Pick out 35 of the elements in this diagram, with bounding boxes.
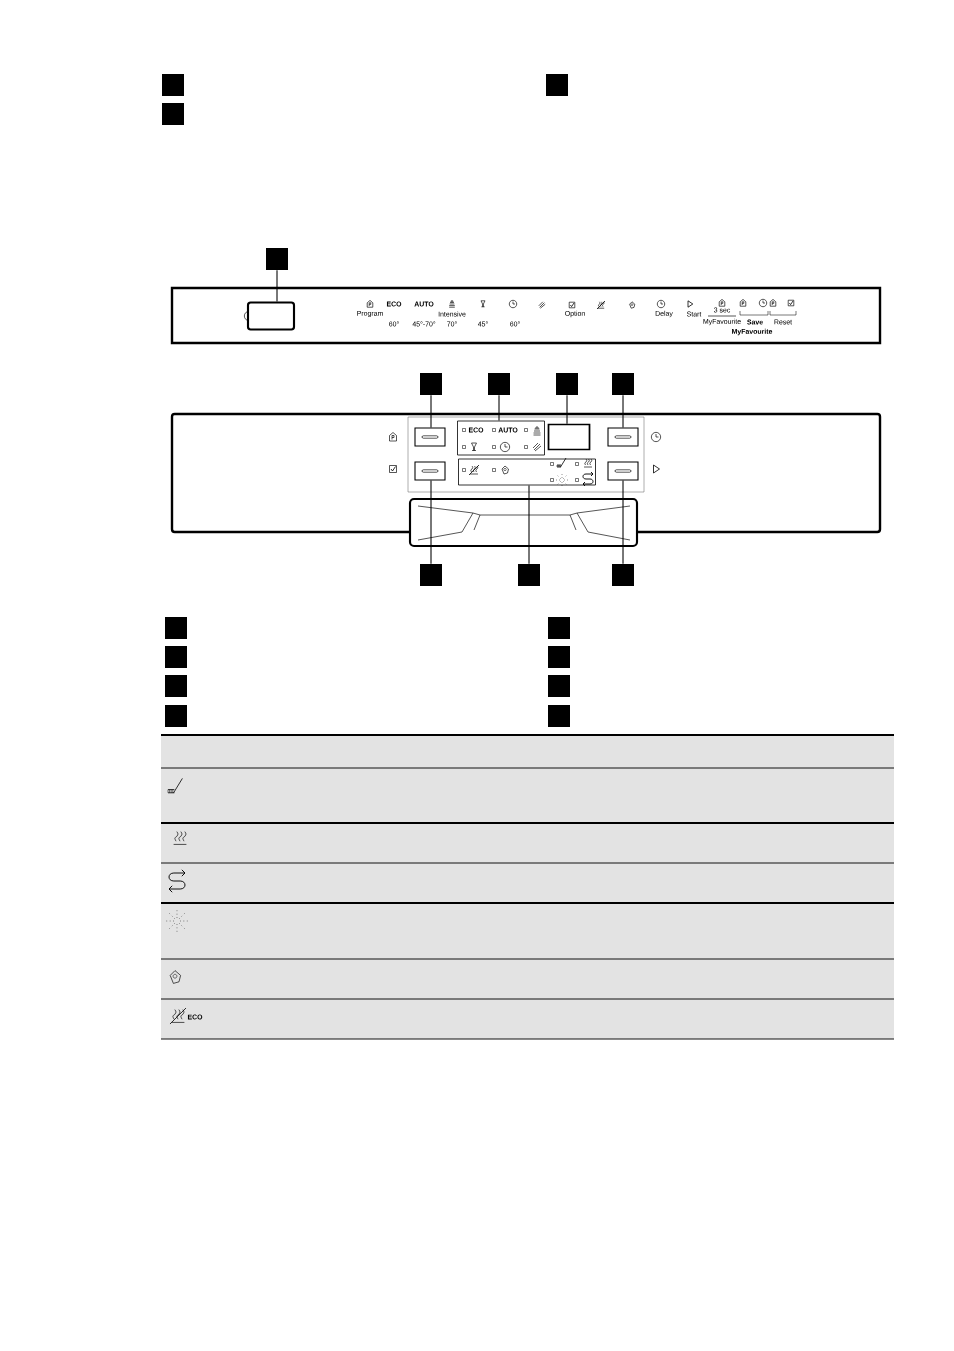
callout-number [548, 705, 570, 727]
callout-number [420, 564, 442, 586]
callout-number [546, 74, 568, 96]
leader-line [528, 484, 530, 565]
callout-number [165, 617, 187, 639]
callout-number [165, 646, 187, 668]
leader-line [430, 480, 432, 565]
callout-number [548, 675, 570, 697]
callout-number [612, 373, 634, 395]
indicator-group [457, 420, 545, 456]
push-button [414, 427, 446, 447]
indicator-group [458, 458, 596, 486]
callout-number [162, 74, 184, 96]
callout-number [548, 617, 570, 639]
callout-number [518, 564, 540, 586]
callout-number [420, 373, 442, 395]
leader-line [276, 269, 278, 302]
leader-line [566, 394, 568, 425]
leader-line [498, 394, 500, 422]
leader-line [622, 480, 624, 565]
callout-number [165, 705, 187, 727]
display-window [547, 423, 591, 451]
callout-number [612, 564, 634, 586]
callout-number [488, 373, 510, 395]
push-button [607, 461, 639, 481]
callout-number [556, 373, 578, 395]
callout-number [162, 103, 184, 125]
leader-line [430, 394, 432, 428]
callout-number [266, 248, 288, 270]
leader-line [622, 394, 624, 428]
push-button [414, 461, 446, 481]
callout-number [548, 646, 570, 668]
push-button [607, 427, 639, 447]
power-button [246, 301, 296, 331]
callout-number [165, 675, 187, 697]
